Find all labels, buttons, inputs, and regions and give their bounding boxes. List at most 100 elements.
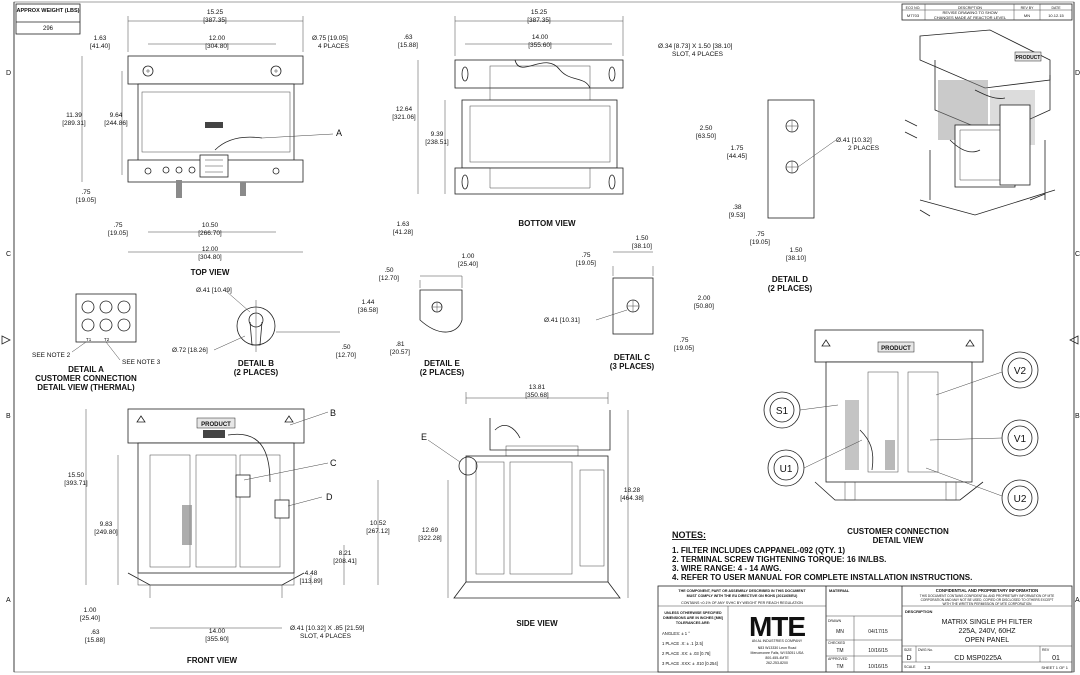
dim: [36.58]: [358, 307, 378, 314]
dwg-label: DWG No.: [918, 648, 933, 652]
dim: [355.60]: [205, 636, 229, 643]
dim: [19.05]: [76, 197, 96, 204]
callout-a: A: [336, 128, 342, 138]
dim: .75: [81, 189, 90, 196]
terminal-t2: T2: [104, 337, 110, 342]
confidential-heading: CONFIDENTIAL AND PROPRIETARY INFORMATION: [936, 588, 1038, 593]
checked-label: CHECKED: [828, 641, 846, 645]
center-mark: [1069, 335, 1079, 345]
dim: .75: [581, 252, 590, 259]
detail-e: 1.00 [25.40] .50 [12.70] 1.44 [36.58] .8…: [358, 253, 478, 377]
dim: 1.63: [94, 35, 107, 42]
dim: [15.88]: [398, 42, 418, 49]
dim: [41.28]: [393, 229, 413, 236]
dim: [41.40]: [90, 43, 110, 50]
tolerance-heading: DIMENSIONS ARE IN INCHES [MM]: [663, 616, 723, 620]
weight-label: APPROX WEIGHT (LBS): [17, 8, 80, 14]
approved-label: APPROVED: [828, 657, 848, 661]
dim: [12.70]: [336, 352, 356, 359]
notes-heading: NOTES:: [672, 530, 706, 540]
dim: 2.50: [700, 125, 713, 132]
description-line: MATRIX SINGLE PH FILTER: [942, 619, 1033, 626]
dim: .38: [732, 204, 741, 211]
confidential-text: THIS DOCUMENT CONTAINS CONFIDENTIAL AND …: [920, 594, 1054, 598]
rev-eco: M7703: [907, 13, 920, 18]
detail-a: T1 T2 SEE NOTE 2 SEE NOTE 3 DETAIL A CUS…: [32, 293, 161, 392]
dim: [249.80]: [94, 529, 118, 536]
view-title: FRONT VIEW: [187, 656, 238, 665]
dim: Ø.41 [10.32]: [836, 137, 872, 144]
notes-block: NOTES: 1. FILTER INCLUDES CAPPANEL-092 (…: [672, 530, 972, 582]
dim: 12.00: [209, 35, 226, 42]
view-title: DETAIL B: [238, 359, 274, 368]
callout-c: C: [330, 458, 337, 468]
dim: 9.39: [431, 131, 444, 138]
view-title: SIDE VIEW: [516, 619, 558, 628]
scale-label: SCALE: [904, 665, 916, 669]
approved-by: TM: [836, 664, 843, 670]
drawn-by: MN: [836, 629, 844, 635]
detail-b: Ø.41 [10.49] Ø.72 [18.26] .50 [12.70] DE…: [172, 287, 356, 377]
view-title: DETAIL A: [68, 365, 104, 374]
address-line: 262-253-8200: [766, 661, 788, 665]
weight-value: 296: [43, 26, 54, 32]
dim: [19.05]: [576, 260, 596, 267]
view-title: DETAIL VIEW (THERMAL): [37, 383, 135, 392]
dim: .50: [384, 267, 393, 274]
dim: 11.39: [66, 112, 82, 119]
dim: 1.44: [362, 299, 375, 306]
dim: 1.63: [397, 221, 410, 228]
dim: .75: [113, 222, 122, 229]
zone-letter: C: [1075, 251, 1080, 258]
dim: [387.35]: [203, 17, 227, 24]
size-label: SIZE: [904, 648, 912, 652]
dim: [12.70]: [379, 275, 399, 282]
terminal-u1: U1: [780, 464, 793, 475]
dim: [350.68]: [525, 392, 549, 399]
dim: 2.00: [698, 295, 711, 302]
logo-subtitle: AN AL INDUSTRIES COMPANY: [752, 639, 803, 643]
view-title: BOTTOM VIEW: [518, 219, 576, 228]
dim: 15.25: [207, 9, 224, 16]
terminal-callouts: S1 U1 V2 V1 U2: [763, 351, 1039, 517]
dim: 1.50: [636, 235, 649, 242]
dim: [15.88]: [85, 637, 105, 644]
note-item: 2. TERMINAL SCREW TIGHTENING TORQUE: 16 …: [672, 555, 886, 564]
view-subtitle: (3 PLACES): [610, 362, 655, 371]
tolerance-2place: 2 PLACE .XX: ± .03 [0.76]: [662, 651, 710, 656]
drawn-label: DRAWN: [828, 619, 842, 623]
dim: [238.51]: [425, 139, 449, 146]
dim: .63: [403, 34, 412, 41]
rev-by: MN: [1024, 13, 1030, 18]
dim: [20.57]: [390, 349, 410, 356]
dim: 12.69: [422, 527, 439, 534]
dim: [113.89]: [299, 578, 322, 585]
checked-by: TM: [836, 648, 843, 654]
dim: 1.50: [790, 247, 803, 254]
dim: SLOT, 4 PLACES: [672, 51, 724, 58]
dim: [322.28]: [418, 535, 442, 542]
dim: 14.00: [209, 628, 226, 635]
dim: 14.00: [532, 34, 549, 41]
dim: 4 PLACES: [318, 43, 350, 50]
callout-b: B: [330, 408, 336, 418]
dim: [38.10]: [632, 243, 652, 250]
dim: 9.64: [110, 112, 123, 119]
approved-date: 10/16/15: [868, 664, 888, 670]
zone-letter: A: [6, 597, 11, 604]
customer-connection-view: PRODUCT S1 U1 V2 V1 U2 CUSTOMER CO: [763, 329, 1039, 545]
dim: 4.48: [305, 570, 318, 577]
rev-label: REV: [1042, 648, 1050, 652]
sheet-number: SHEET 1 OF 1: [1041, 665, 1068, 670]
dim: Ø.41 [10.31]: [544, 317, 580, 324]
dim: [304.80]: [205, 43, 229, 50]
dim: [208.41]: [333, 558, 357, 565]
note-item: 4. REFER TO USER MANUAL FOR COMPLETE INS…: [672, 573, 972, 582]
dim: Ø.41 [10.49]: [196, 287, 232, 294]
tolerance-angles: ANGLES: ± 1 °: [662, 631, 690, 636]
dim: 10.52: [370, 520, 387, 527]
dim: 9.83: [100, 521, 113, 528]
dim: .75: [755, 231, 764, 238]
address-line: Menomonee Falls, WI 53051 USA: [751, 651, 805, 655]
address-line: 800-455-4MTE: [765, 656, 789, 660]
